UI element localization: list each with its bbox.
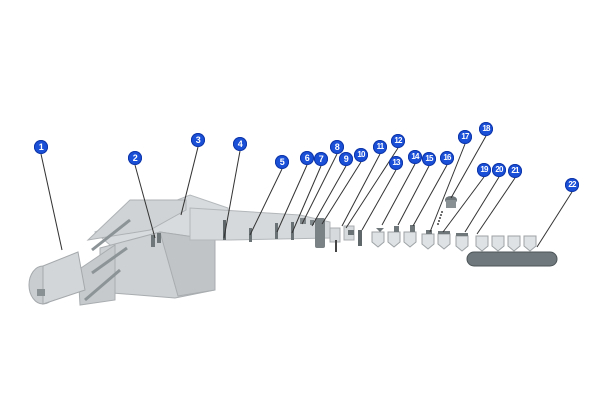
callout-17: 17	[458, 130, 472, 144]
callout-15: 15	[422, 152, 436, 166]
callout-20: 20	[492, 163, 506, 177]
callout-12: 12	[391, 134, 405, 148]
callout-14: 14	[408, 150, 422, 164]
callout-21: 21	[508, 164, 522, 178]
callout-19: 19	[477, 163, 491, 177]
callout-22: 22	[565, 178, 579, 192]
conveyor	[466, 235, 558, 267]
leader-lines	[40, 135, 573, 251]
callout-11: 11	[373, 140, 387, 154]
callout-10: 10	[354, 148, 368, 162]
canister-row	[371, 231, 469, 252]
callout-16: 16	[440, 151, 454, 165]
callout-6: 6	[300, 151, 314, 165]
callout-5: 5	[275, 155, 289, 169]
callout-7: 7	[314, 152, 328, 166]
callout-4: 4	[233, 137, 247, 151]
callout-9: 9	[339, 152, 353, 166]
callout-8: 8	[330, 140, 344, 154]
callout-1: 1	[34, 140, 48, 154]
callout-2: 2	[128, 151, 142, 165]
callout-3: 3	[191, 133, 205, 147]
callout-18: 18	[479, 122, 493, 136]
hopper-assembly	[28, 194, 362, 306]
callout-13: 13	[389, 156, 403, 170]
